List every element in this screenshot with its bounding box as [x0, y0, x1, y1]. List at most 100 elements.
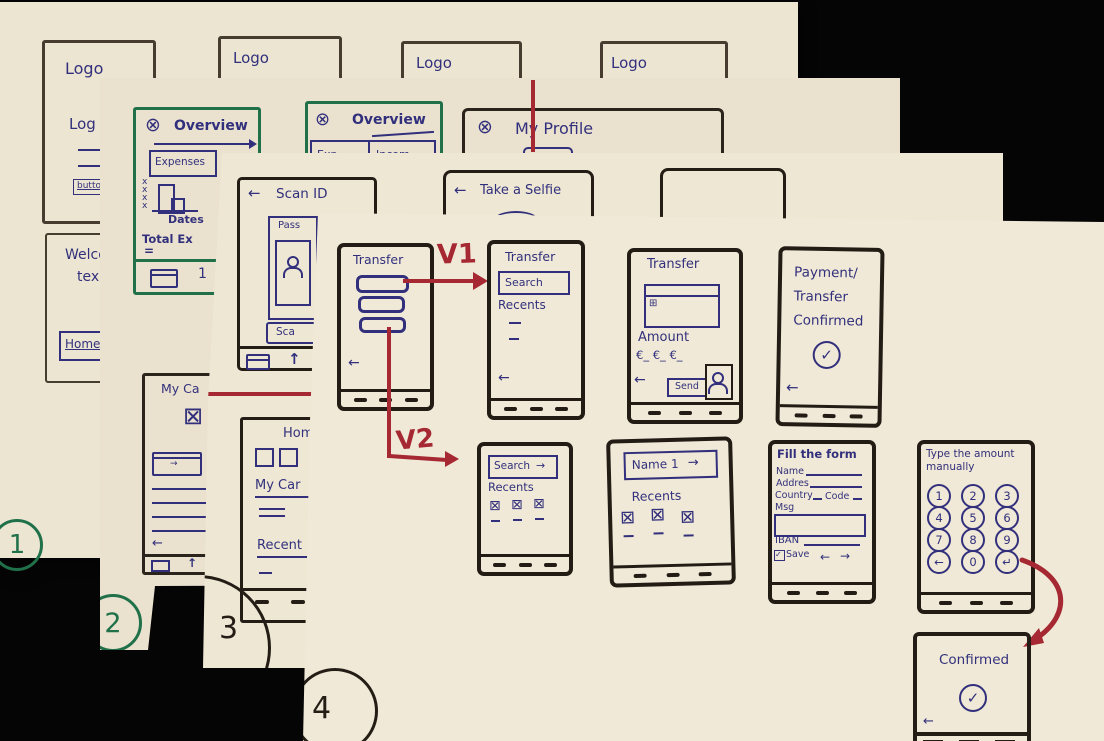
- image-placeholder-icon: ⊠: [649, 504, 666, 526]
- home-indicator-bar: [481, 554, 569, 572]
- home-indicator-bar: [779, 404, 878, 424]
- list-line: [152, 516, 206, 518]
- send-button-sketch: Send: [667, 378, 707, 397]
- card-icon: [246, 354, 270, 370]
- list-dash: [535, 518, 544, 520]
- input-line: [78, 165, 114, 167]
- tab-arrow-icon: [249, 139, 257, 149]
- page-number-4: 4: [312, 691, 332, 726]
- recents-label: Recents: [498, 298, 546, 312]
- right-arrow-icon: →: [536, 459, 546, 472]
- name-recents-screen: Name 1 → Recents ⊠ ⊠ ⊠: [606, 436, 736, 588]
- close-icon: ⊗: [145, 114, 161, 136]
- input-line: [78, 149, 114, 151]
- key-7: 7: [927, 528, 951, 552]
- card-with-arrow-icon: →: [152, 452, 202, 476]
- welcome-line1: Welco: [65, 247, 107, 263]
- field-line: [853, 498, 862, 500]
- up-arrow-icon: ↑: [288, 350, 301, 368]
- selfie-title: Take a Selfie: [480, 183, 562, 198]
- confirmed-title: Confirmed: [939, 652, 1010, 668]
- list-dash: [509, 338, 519, 340]
- close-icon: ⊗: [477, 116, 493, 138]
- variant-1-label: V1: [436, 238, 478, 271]
- take-selfie-screen: ← Take a Selfie: [443, 170, 594, 253]
- card-sketch: ⊞: [644, 284, 720, 328]
- person-icon: [283, 256, 303, 282]
- address-field-label: Addres: [776, 478, 809, 489]
- logo-label: Logo: [611, 54, 647, 72]
- home-indicator-bar: [613, 562, 732, 584]
- my-cards-title: My Ca: [161, 381, 200, 396]
- image-placeholder-icon: ⊠: [679, 506, 696, 528]
- form-title: Fill the form: [777, 447, 857, 461]
- image-placeholder-icon: ⊠: [183, 402, 204, 430]
- v2-arrow-line-vertical: [387, 327, 391, 458]
- list-line: [152, 488, 206, 490]
- list-dash: [683, 534, 694, 537]
- right-arrow-icon: →: [687, 455, 699, 471]
- nav-dash: [255, 600, 269, 604]
- back-arrow-icon: ←: [248, 184, 261, 202]
- nav-dash: [291, 600, 305, 604]
- list-line: [152, 530, 206, 532]
- variant-2-label: V2: [394, 423, 436, 457]
- back-arrow-icon: ←: [923, 714, 934, 729]
- list-dash: [509, 322, 521, 324]
- login-label: Log: [69, 115, 96, 133]
- menu-button-sketch: [359, 317, 406, 333]
- person-icon: [709, 372, 727, 394]
- keypad-title-line2: manually: [926, 461, 975, 473]
- chart-x-label: Dates: [168, 213, 204, 226]
- page-circle-4: [303, 668, 378, 741]
- welcome-line2: tex: [77, 269, 100, 285]
- search-box-sketch: Search →: [488, 455, 558, 479]
- home-indicator-bar: [491, 398, 581, 416]
- passport-card-sketch: Pass: [268, 216, 318, 320]
- search-v2-screen: Search → Recents ⊠ ⊠ ⊠: [477, 442, 573, 576]
- empty-screen-frame: [660, 168, 786, 253]
- key-enter-icon: ↵: [995, 550, 1019, 574]
- tab-top-line: [154, 143, 250, 145]
- card-icon: [151, 560, 170, 572]
- expenses-tab-sketch: Expenses: [149, 150, 217, 177]
- field-line: [806, 474, 862, 476]
- home-indicator-bar: [631, 402, 739, 420]
- menu-button-sketch: [356, 275, 409, 293]
- v1-arrowhead-icon: [473, 272, 488, 290]
- menu-button-sketch: [358, 296, 405, 313]
- nav-divider: [917, 732, 1027, 736]
- confirmed-screen: Confirmed ✓ ←: [913, 632, 1031, 741]
- transfer-title: Transfer: [505, 249, 556, 264]
- list-dash: [259, 572, 272, 574]
- payment-confirmed-screen: Payment/ Transfer Confirmed ✓ ←: [775, 246, 885, 428]
- recents-label: Recents: [488, 480, 534, 494]
- tile-sketch: [279, 448, 298, 467]
- keypad-screen: Type the amount manually 1 2 3 4 5 6 7 8…: [917, 440, 1035, 614]
- key-5: 5: [961, 506, 985, 530]
- list-line: [152, 502, 206, 504]
- contact-box-sketch: [705, 364, 733, 400]
- confirmed-line3: Confirmed: [793, 312, 864, 330]
- key-2: 2: [961, 484, 985, 508]
- back-arrow-icon: ←: [498, 370, 510, 386]
- overview-title: Overview: [352, 112, 426, 128]
- home-indicator-bar: [341, 389, 430, 407]
- confirmed-line2: Transfer: [793, 288, 849, 306]
- nav-divider: [145, 554, 215, 557]
- transfer-title: Transfer: [353, 252, 404, 267]
- equals-mark: =: [144, 244, 155, 258]
- image-placeholder-icon: ⊠: [511, 497, 523, 513]
- total-expenses-label: Total Ex: [142, 232, 193, 246]
- field-line: [810, 486, 862, 488]
- list-dash: [513, 519, 522, 521]
- photo-box: [275, 240, 311, 306]
- page-number-1: 1: [0, 519, 43, 571]
- msg-field-label: Msg: [775, 502, 795, 513]
- face-arc-sketch: [492, 211, 540, 233]
- sheet-4: Transfer ← V1 V2 Transfer Search Recents…: [303, 213, 1104, 741]
- recent-item: Recent: [257, 538, 341, 558]
- transfer-amount-screen: Transfer ⊞ Amount €_ €_ €_ ← Send: [627, 248, 743, 424]
- page-number-2: 2: [100, 594, 142, 650]
- image-placeholder-icon: ⊠: [533, 496, 545, 512]
